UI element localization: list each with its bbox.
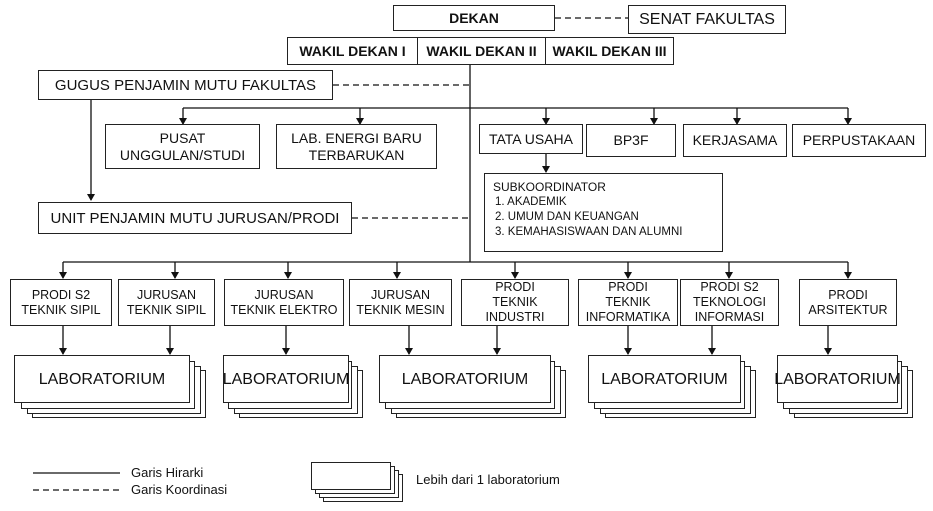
senat-fakultas-box: SENAT FAKULTAS (628, 5, 786, 34)
unit-jurusan-teknik-mesin: JURUSAN TEKNIK MESIN (349, 279, 452, 326)
unit-jurusan-teknik-elektro: JURUSAN TEKNIK ELEKTRO (224, 279, 344, 326)
bp3f-box: BP3F (586, 124, 676, 157)
pusat-unggulan-box: PUSAT UNGGULAN/STUDI (105, 124, 260, 169)
lab-box: LABORATORIUM (223, 355, 349, 403)
dekan-box: DEKAN (393, 5, 555, 31)
perpustakaan-box: PERPUSTAKAAN (792, 124, 926, 157)
lab-energi-box: LAB. ENERGI BARU TERBARUKAN (276, 124, 437, 169)
unit-jurusan-teknik-sipil: JURUSAN TEKNIK SIPIL (118, 279, 215, 326)
legend-hierarchy-label: Garis Hirarki (131, 465, 204, 480)
lab-box: LABORATORIUM (774, 355, 901, 403)
unit-prodi-teknik-industri: PRODI TEKNIK INDUSTRI (461, 279, 569, 326)
kerjasama-box: KERJASAMA (683, 124, 787, 157)
legend-coordination-label: Garis Koordinasi (131, 482, 228, 497)
subkoordinator-item: 2. UMUM DAN KEUANGAN (495, 211, 639, 223)
gugus-penjamin-mutu-box: GUGUS PENJAMIN MUTU FAKULTAS (38, 70, 333, 100)
legend-multi-lab-label: Lebih dari 1 laboratorium (416, 472, 560, 487)
wakil-dekan-1-box: WAKIL DEKAN I (287, 37, 418, 65)
subkoordinator-title: SUBKOORDINATOR (493, 180, 606, 194)
subkoordinator-item: 1. AKADEMIK (495, 196, 567, 208)
wakil-dekan-2-box: WAKIL DEKAN II (417, 37, 546, 65)
subkoordinator-item: 3. KEMAHASISWAAN DAN ALUMNI (495, 226, 683, 238)
lab-box: LABORATORIUM (14, 355, 190, 403)
unit-prodi-teknik-informatika: PRODI TEKNIK INFORMATIKA (578, 279, 678, 326)
unit-prodi-s2-teknik-sipil: PRODI S2 TEKNIK SIPIL (10, 279, 112, 326)
tata-usaha-box: TATA USAHA (479, 124, 583, 154)
lab-box: LABORATORIUM (379, 355, 551, 403)
unit-prodi-arsitektur: PRODI ARSITEKTUR (799, 279, 897, 326)
unit-prodi-s2-teknologi-informasi: PRODI S2 TEKNOLOGI INFORMASI (680, 279, 779, 326)
wakil-dekan-3-box: WAKIL DEKAN III (545, 37, 674, 65)
lab-box: LABORATORIUM (588, 355, 741, 403)
subkoordinator-box: SUBKOORDINATOR 1. AKADEMIK 2. UMUM DAN K… (484, 173, 723, 252)
unit-penjamin-mutu-box: UNIT PENJAMIN MUTU JURUSAN/PRODI (38, 202, 352, 234)
